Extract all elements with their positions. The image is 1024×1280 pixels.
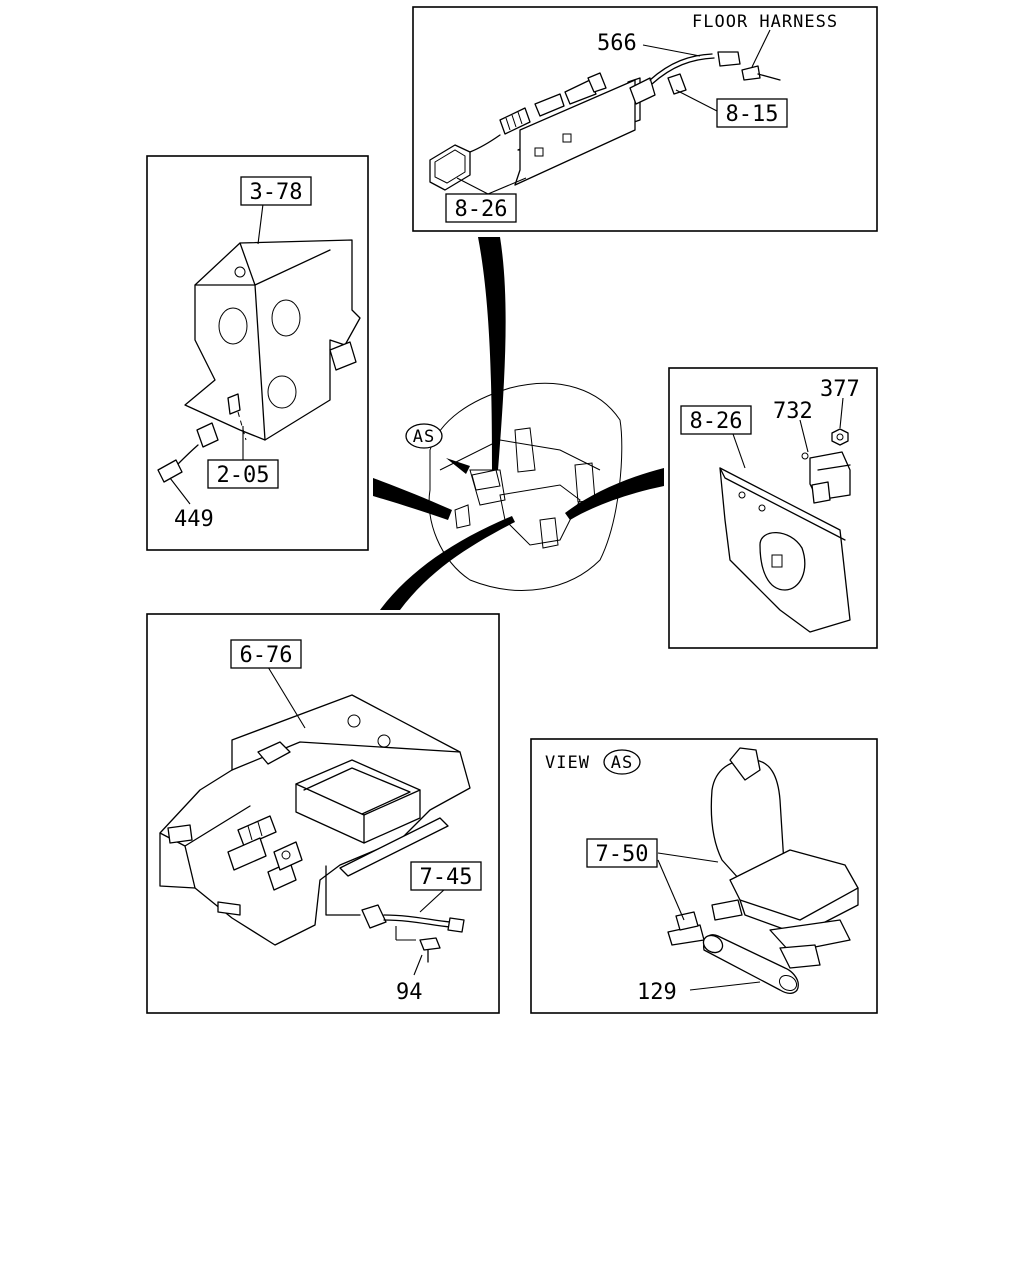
callout-swoosh-left (373, 478, 452, 520)
view-as-text: AS (611, 753, 633, 773)
label-129: 129 (637, 980, 677, 1005)
label-8-26-right: 8-26 (690, 409, 743, 434)
view-text: VIEW (545, 753, 590, 773)
floor-harness-panel: FLOOR HARNESS 566 8-15 (412, 6, 878, 232)
label-94: 94 (396, 980, 423, 1005)
label-2-05: 2-05 (217, 463, 270, 488)
label-7-50: 7-50 (596, 842, 649, 867)
seat-view-panel: VIEW AS 7-50 129 (530, 738, 878, 1014)
label-3-78: 3-78 (250, 180, 303, 205)
center-as-tag: AS (405, 423, 443, 449)
label-8-15: 8-15 (726, 102, 779, 127)
label-377: 377 (820, 377, 860, 402)
relay-panel: 8-26 732 377 (668, 367, 878, 649)
label-7-45: 7-45 (420, 865, 473, 890)
label-732: 732 (773, 399, 813, 424)
label-8-26-top: 8-26 (455, 197, 508, 222)
label-449: 449 (174, 507, 214, 532)
console-panel: 6-76 7-45 94 (146, 613, 500, 1014)
bracket-panel: 3-78 2-05 449 (146, 155, 369, 551)
callout-swoosh-bottom (380, 516, 515, 610)
view-as-tag (603, 749, 641, 775)
floor-harness-title: FLOOR HARNESS (692, 12, 838, 32)
center-as-text: AS (413, 427, 435, 447)
callout-swoosh-right (565, 468, 664, 520)
callout-swoosh-top (478, 237, 506, 470)
label-6-76: 6-76 (240, 643, 293, 668)
cab-overview (428, 382, 623, 591)
label-566: 566 (597, 31, 637, 56)
